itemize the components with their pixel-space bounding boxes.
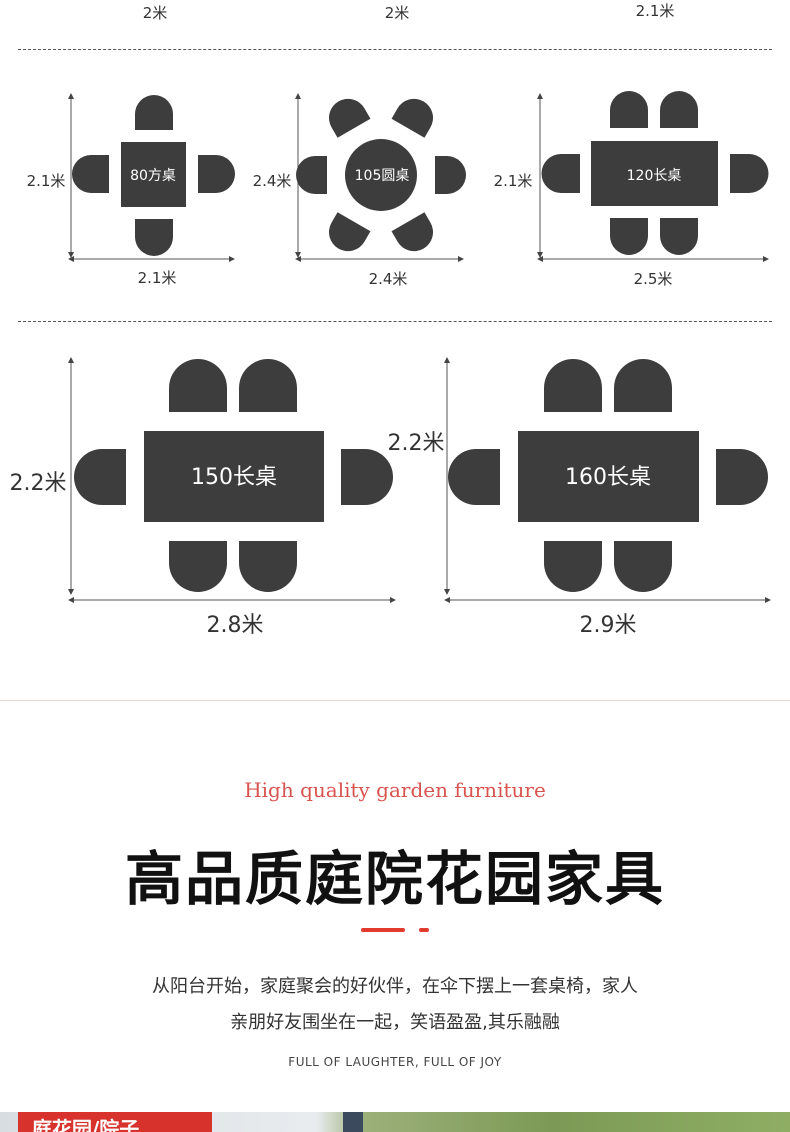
accent-bar-long (361, 928, 405, 932)
diagram-150-long-table: 150长桌 2.2米 2.8米 (10, 357, 396, 638)
chair-top-left (329, 98, 371, 138)
chair-top (135, 95, 173, 130)
chair-top-right (391, 98, 433, 138)
chair-left (74, 449, 126, 505)
banner-tag: 庭花园/院子 (18, 1112, 212, 1132)
table-105-round (345, 139, 417, 211)
subtitle-english: FULL OF LAUGHTER, FULL OF JOY (288, 1055, 502, 1069)
table-160-long (518, 431, 699, 522)
table-150-long (144, 431, 324, 522)
diagram-120-long-table: 120长桌 2.1米 2.5米 (494, 91, 769, 288)
chair-bottom-1 (169, 541, 227, 592)
width-label: 2.9米 (580, 613, 637, 638)
chair-top-2 (614, 359, 672, 412)
chair-right (341, 449, 393, 505)
accent-bar-dot (419, 928, 429, 932)
width-label: 2.4米 (369, 270, 408, 288)
height-label: 2.1米 (27, 172, 66, 190)
chair-bottom (135, 219, 173, 256)
layout-diagrams: 80方桌 2.1米 2.1米 105圆桌 2.4米 2.4米 120长桌 2 (10, 91, 771, 638)
table-label: 105圆桌 (355, 168, 410, 184)
table-80-square (121, 142, 186, 207)
chair-right (198, 155, 235, 193)
table-label: 150长桌 (191, 465, 277, 490)
description-line-2: 亲朋好友围坐在一起，笑语盈盈,其乐融融 (230, 1012, 560, 1033)
description-line-1: 从阳台开始，家庭聚会的好伙伴，在伞下摆上一套桌椅，家人 (152, 976, 638, 997)
section-separator (0, 700, 790, 701)
garden-photo-banner: 庭花园/院子 (0, 1112, 790, 1132)
chair-top-2 (660, 91, 698, 128)
chair-bottom-2 (239, 541, 297, 592)
chair-bottom-2 (660, 218, 698, 255)
chair-left (541, 154, 580, 193)
chair-top-1 (169, 359, 227, 412)
height-label: 2.1米 (494, 172, 533, 190)
top-label-2: 2米 (384, 4, 410, 22)
chair-bottom-1 (544, 541, 602, 592)
chair-left (72, 155, 109, 193)
table-label: 160长桌 (565, 465, 651, 490)
umbrella-post (343, 1112, 363, 1132)
top-label-1: 2米 (142, 4, 168, 22)
chair-left (296, 156, 327, 194)
table-label: 120长桌 (627, 168, 682, 184)
width-label: 2.5米 (634, 270, 673, 288)
chair-bottom-left (329, 212, 371, 252)
divider-middle (18, 321, 772, 322)
table-label: 80方桌 (130, 168, 176, 184)
title-english: High quality garden furniture (244, 778, 546, 802)
chair-left (448, 449, 500, 505)
chair-top-1 (544, 359, 602, 412)
height-label: 2.4米 (253, 172, 292, 190)
chair-bottom-right (391, 212, 433, 252)
chair-right (435, 156, 466, 194)
chair-bottom-2 (614, 541, 672, 592)
top-label-3: 2.1米 (635, 2, 675, 20)
width-label: 2.8米 (207, 613, 264, 638)
chair-top-1 (610, 91, 648, 128)
chair-top-2 (239, 359, 297, 412)
diagram-160-long-table: 160长桌 2.2米 2.9米 (388, 357, 771, 638)
table-120-long (591, 141, 718, 206)
height-label: 2.2米 (388, 431, 445, 456)
width-label: 2.1米 (138, 269, 177, 287)
height-label: 2.2米 (10, 471, 67, 496)
title-chinese: 高品质庭院花园家具 (124, 845, 665, 913)
chair-right (730, 154, 769, 193)
diagram-105-round-table: 105圆桌 2.4米 2.4米 (253, 93, 466, 288)
divider-top (18, 49, 772, 50)
diagram-80-square-table: 80方桌 2.1米 2.1米 (27, 93, 235, 287)
chair-right (716, 449, 768, 505)
chair-bottom-1 (610, 218, 648, 255)
